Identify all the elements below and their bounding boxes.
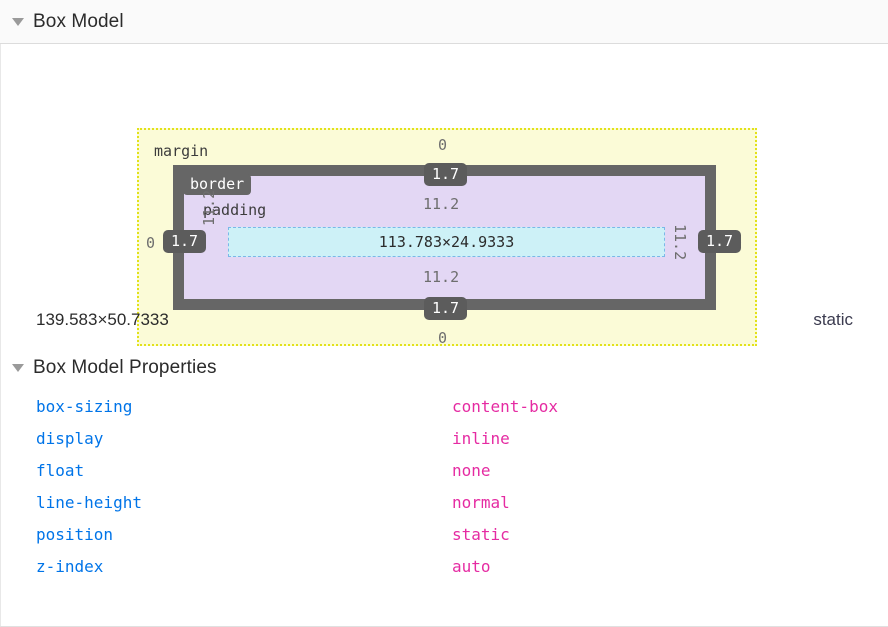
- border-region-label: border: [183, 174, 252, 195]
- property-name: position: [36, 524, 114, 544]
- property-value[interactable]: normal: [452, 492, 510, 512]
- border-bottom-value[interactable]: 1.7: [424, 297, 468, 320]
- padding-region-label: padding: [203, 201, 267, 219]
- property-value[interactable]: auto: [452, 556, 491, 576]
- position-mode-label: static: [813, 310, 853, 329]
- table-row[interactable]: float none: [0, 454, 888, 486]
- border-right-value[interactable]: 1.7: [698, 230, 742, 253]
- box-model-properties-section-header[interactable]: Box Model Properties: [0, 350, 888, 386]
- box-model-section-header[interactable]: Box Model: [0, 0, 888, 44]
- content-region[interactable]: 113.783×24.9333: [228, 227, 665, 257]
- property-value[interactable]: inline: [452, 428, 510, 448]
- box-model-summary: 139.583×50.7333 static: [0, 304, 888, 346]
- property-value[interactable]: static: [452, 524, 510, 544]
- table-row[interactable]: display inline: [0, 422, 888, 454]
- table-row[interactable]: position static: [0, 518, 888, 550]
- margin-region-label: margin: [154, 142, 209, 160]
- property-value[interactable]: none: [452, 460, 491, 480]
- box-model-properties-title: Box Model Properties: [33, 357, 217, 378]
- total-dimensions-label: 139.583×50.7333: [36, 310, 169, 329]
- table-row[interactable]: box-sizing content-box: [0, 390, 888, 422]
- property-name: float: [36, 460, 85, 480]
- border-top-value[interactable]: 1.7: [424, 163, 468, 186]
- table-row[interactable]: line-height normal: [0, 486, 888, 518]
- property-value[interactable]: content-box: [452, 396, 558, 416]
- margin-left-value[interactable]: 0: [146, 234, 156, 252]
- padding-top-value[interactable]: 11.2: [423, 195, 460, 213]
- triangle-down-icon[interactable]: [12, 364, 24, 372]
- page-title: Box Model: [33, 10, 124, 32]
- triangle-down-icon[interactable]: [12, 17, 24, 26]
- margin-top-value[interactable]: 0: [438, 136, 448, 154]
- content-dimensions-label: 113.783×24.9333: [378, 233, 515, 251]
- table-row[interactable]: z-index auto: [0, 550, 888, 582]
- property-name: z-index: [36, 556, 104, 576]
- padding-left-value[interactable]: 11.2: [200, 189, 218, 226]
- margin-bottom-value[interactable]: 0: [438, 329, 448, 347]
- property-name: box-sizing: [36, 396, 133, 416]
- box-model-diagram: 113.783×24.9333 margin border padding 0 …: [0, 44, 888, 347]
- box-model-properties-list: box-sizing content-box display inline fl…: [0, 390, 888, 582]
- padding-bottom-value[interactable]: 11.2: [423, 268, 460, 286]
- border-left-value[interactable]: 1.7: [163, 230, 207, 253]
- property-name: line-height: [36, 492, 142, 512]
- padding-right-value[interactable]: 11.2: [671, 224, 689, 261]
- panel-left-divider: [0, 44, 1, 627]
- property-name: display: [36, 428, 104, 448]
